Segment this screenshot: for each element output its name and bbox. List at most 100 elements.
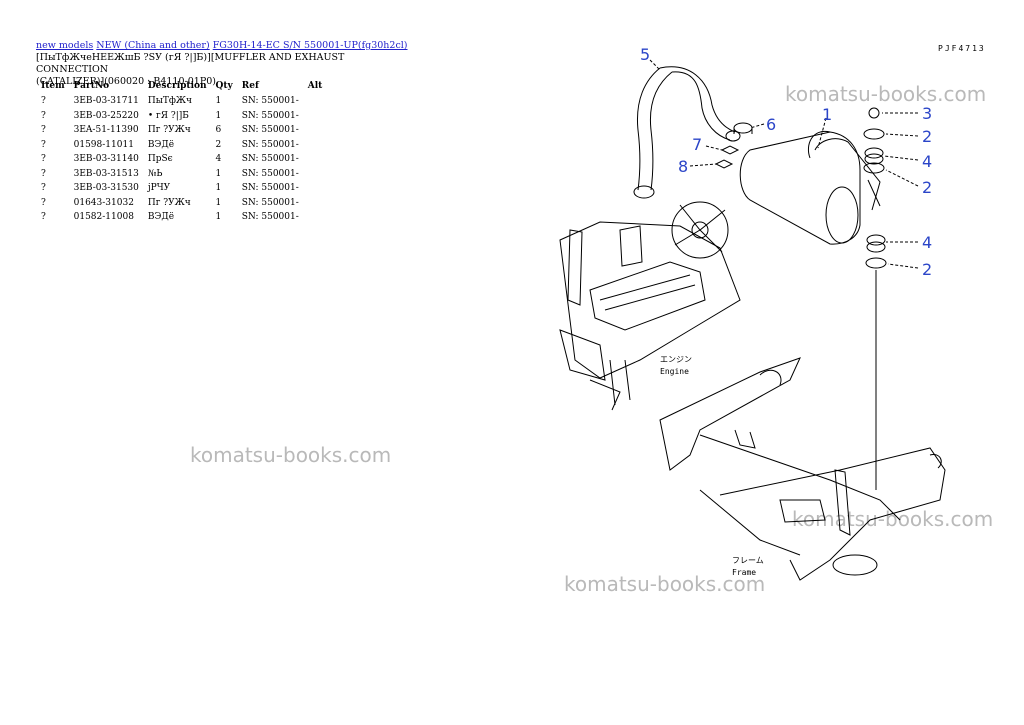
ref-cell: SN: 550001- — [241, 168, 299, 179]
table-row: ? 3EB-03-25220 • гЯ ?|]Б 1 SN: 550001- — [36, 109, 326, 124]
callout-2c: 2 — [922, 260, 932, 279]
ref-cell: SN: 550001- — [241, 110, 299, 121]
muffler-drawing — [739, 130, 881, 245]
watermark-1: komatsu-books.com — [785, 82, 987, 106]
partno-cell: 3EB-03-31530 — [73, 183, 139, 194]
qty-cell: 1 — [215, 183, 222, 194]
mount-stack-drawing — [863, 107, 887, 490]
alt-cell — [303, 210, 327, 225]
callout-4b: 4 — [922, 233, 932, 252]
breadcrumb-model[interactable]: FG30H-14-EC S/N 550001-UP(fg30h2cl) — [212, 40, 408, 51]
table-row: ? 3EB-03-31530 јРЧУ 1 SN: 550001- — [36, 181, 326, 196]
alt-cell — [303, 152, 327, 167]
exploded-parts-diagram: 5 6 7 8 1 3 2 4 2 4 2 エンジン Engine フレーム F… — [559, 45, 946, 581]
qty-cell: 1 — [215, 110, 222, 121]
qty-cell: 1 — [215, 197, 222, 208]
col-alt: Alt — [307, 81, 323, 91]
engine-label-jp: エンジン — [660, 355, 692, 364]
alt-cell — [303, 196, 327, 211]
item-cell: ? — [41, 168, 46, 179]
qty-cell: 1 — [215, 96, 222, 107]
callout-3: 3 — [922, 104, 932, 123]
col-ref: Ref — [241, 81, 259, 91]
alt-cell — [303, 181, 327, 196]
item-cell: ? — [41, 139, 46, 150]
description-cell: ВЭДё — [147, 212, 175, 223]
table-row: ? 3EB-03-31140 ПрSє 4 SN: 550001- — [36, 152, 326, 167]
description-cell: • гЯ ?|]Б — [147, 110, 189, 121]
watermark-4: komatsu-books.com — [564, 572, 766, 596]
description-cell: Пг ?УЖч — [147, 125, 191, 136]
callout-8: 8 — [678, 157, 688, 176]
callout-6: 6 — [766, 115, 776, 134]
description-cell: јРЧУ — [147, 183, 171, 194]
callout-2a: 2 — [922, 127, 932, 146]
breadcrumb-new-china[interactable]: NEW (China and other) — [96, 40, 210, 51]
partno-cell: 3EA-51-11390 — [73, 125, 139, 136]
callout-5: 5 — [640, 45, 650, 64]
alt-cell — [303, 94, 327, 109]
bolt-drawing — [714, 145, 740, 169]
qty-cell: 4 — [215, 154, 222, 165]
clamp-drawing — [733, 122, 753, 134]
qty-cell: 2 — [215, 139, 222, 150]
callout-7: 7 — [692, 135, 702, 154]
diagram-code: PJF4713 — [938, 44, 986, 53]
partno-cell: 01582-11008 — [73, 212, 134, 223]
engine-label-en: Engine — [660, 367, 689, 376]
table-row: ? 01582-11008 ВЭДё 1 SN: 550001- — [36, 210, 326, 225]
item-cell: ? — [41, 110, 46, 121]
table-header-row: Item PartNo Description Qty Ref Alt — [36, 79, 326, 94]
tail-pipe-drawing — [633, 66, 741, 199]
ref-cell: SN: 550001- — [241, 183, 299, 194]
ref-cell: SN: 550001- — [241, 139, 299, 150]
alt-cell — [303, 167, 327, 182]
partno-cell: 01643-31032 — [73, 197, 134, 208]
ref-cell: SN: 550001- — [241, 154, 299, 165]
ref-cell: SN: 550001- — [241, 125, 299, 136]
partno-cell: 3EB-03-31711 — [73, 96, 139, 107]
item-cell: ? — [41, 183, 46, 194]
partno-cell: 3EB-03-31513 — [73, 168, 139, 179]
qty-cell: 1 — [215, 168, 222, 179]
col-description: Description — [147, 81, 207, 91]
page-title-line2: (CATALIZER)](060020 : B4110-01P0) — [36, 76, 216, 87]
table-row: ? 01598-11011 ВЭДё 2 SN: 550001- — [36, 138, 326, 153]
table-row: ? 3EA-51-11390 Пг ?УЖч 6 SN: 550001- — [36, 123, 326, 138]
col-qty: Qty — [215, 81, 233, 91]
description-cell: ВЭДё — [147, 139, 175, 150]
ref-cell: SN: 550001- — [241, 96, 299, 107]
frame-drawing — [659, 357, 946, 581]
ref-cell: SN: 550001- — [241, 212, 299, 223]
col-partno: PartNo — [73, 81, 110, 91]
page-header: new models NEW (China and other) FG30H-1… — [36, 40, 416, 88]
callout-leaders — [649, 59, 919, 269]
frame-label-jp: フレーム — [732, 556, 764, 565]
watermark-2: komatsu-books.com — [190, 443, 392, 467]
partno-cell: 3EB-03-25220 — [73, 110, 139, 121]
item-cell: ? — [41, 197, 46, 208]
page-title-line1: [ПыТфЖчеНЕЕЖшБ ?SУ (гЯ ?|]Б)][MUFFLER AN… — [36, 52, 345, 75]
description-cell: №Ь — [147, 168, 163, 179]
callout-4a: 4 — [922, 152, 932, 171]
partno-cell: 3EB-03-31140 — [73, 154, 139, 165]
callout-1: 1 — [822, 105, 832, 124]
frame-label-en: Frame — [732, 568, 756, 577]
alt-cell — [303, 123, 327, 138]
watermark-3: komatsu-books.com — [792, 507, 994, 531]
qty-cell: 1 — [215, 212, 222, 223]
callout-2b: 2 — [922, 178, 932, 197]
item-cell: ? — [41, 125, 46, 136]
item-cell: ? — [41, 212, 46, 223]
table-row: ? 3EB-03-31513 №Ь 1 SN: 550001- — [36, 167, 326, 182]
alt-cell — [303, 109, 327, 124]
description-cell: ПрSє — [147, 154, 173, 165]
alt-cell — [303, 138, 327, 153]
partno-cell: 01598-11011 — [73, 139, 134, 150]
item-cell: ? — [41, 154, 46, 165]
qty-cell: 6 — [215, 125, 222, 136]
breadcrumb-new-models[interactable]: new models — [36, 40, 94, 51]
item-cell: ? — [41, 96, 46, 107]
